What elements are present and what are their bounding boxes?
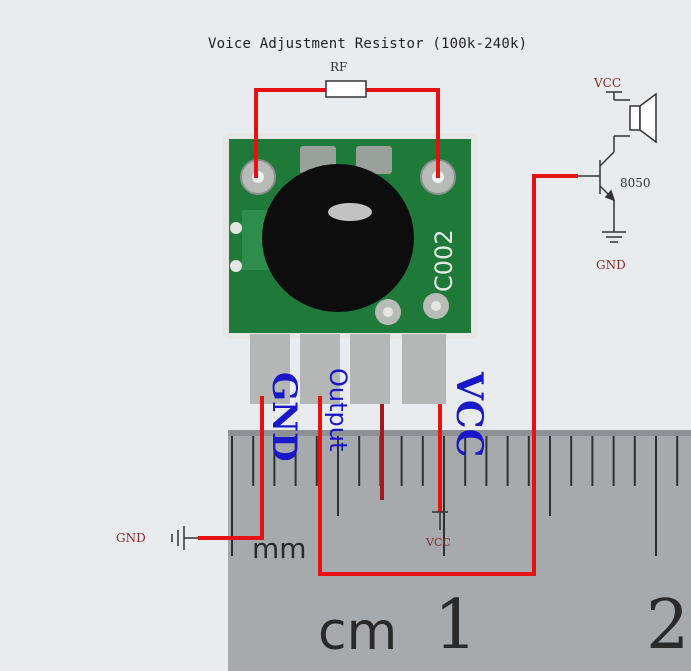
gnd-transistor-label: GND bbox=[596, 258, 626, 272]
pin-label-gnd: GND bbox=[264, 372, 304, 462]
ruler-number-2: 2 bbox=[646, 586, 690, 665]
vcc-symbol-bottom bbox=[432, 511, 448, 530]
vcc-bottom-label: VCC bbox=[426, 536, 451, 549]
red-wires bbox=[198, 88, 578, 576]
pcb-pins bbox=[250, 334, 446, 404]
resistor-rf bbox=[325, 80, 367, 98]
pcb-module: C002 bbox=[223, 133, 477, 404]
solder-pad bbox=[356, 146, 392, 174]
pin-label-output: Output bbox=[324, 368, 352, 452]
chip-marking: C002 bbox=[430, 229, 458, 292]
gnd-symbol-left bbox=[171, 526, 198, 550]
epoxy-blob bbox=[262, 164, 414, 312]
gnd-left-label: GND bbox=[116, 531, 146, 545]
pin-label-vcc: VCC bbox=[448, 372, 490, 458]
ruler-number-1: 1 bbox=[434, 586, 478, 665]
metal-ruler bbox=[228, 430, 691, 671]
ruler-unit-cm: cm bbox=[318, 602, 398, 662]
ruler-unit-mm: mm bbox=[252, 532, 307, 565]
transistor-label: 8050 bbox=[620, 176, 651, 190]
resistor-label: RF bbox=[330, 60, 348, 74]
diagram-title: Voice Adjustment Resistor (100k-240k) bbox=[208, 36, 528, 52]
transistor-schematic bbox=[578, 91, 657, 243]
vcc-top-label: VCC bbox=[594, 76, 622, 90]
